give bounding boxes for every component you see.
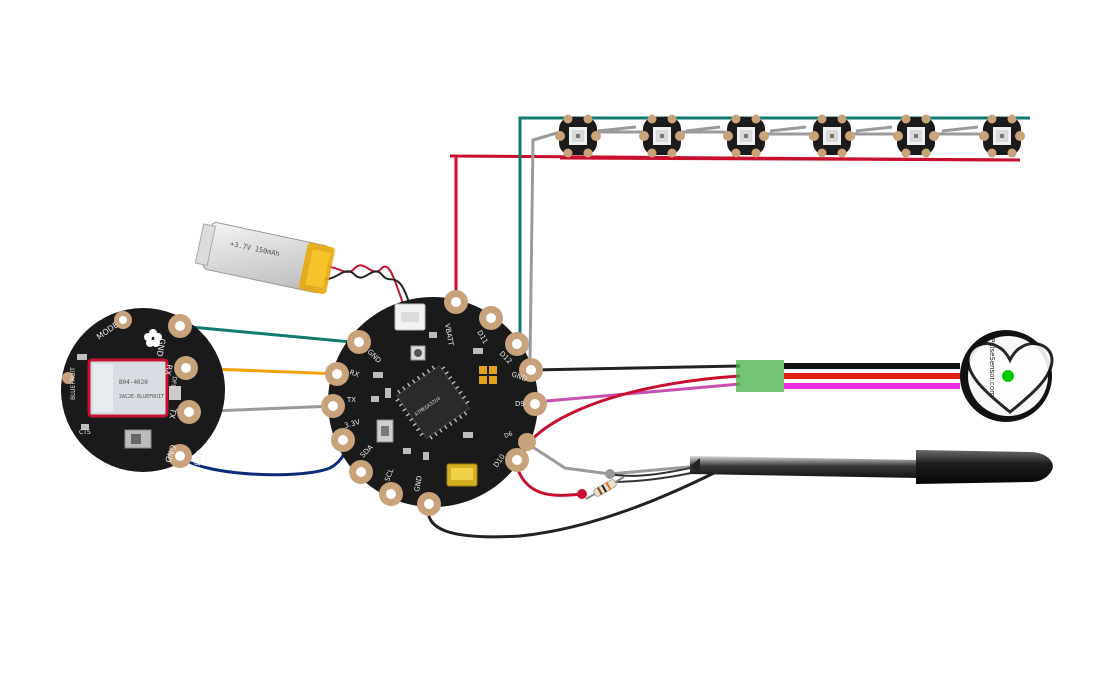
wire-d9-magenta [534, 382, 741, 404]
bluefruit-label-vcc: 3V3 [192, 450, 204, 467]
wire-gnd-teal-bluefruit [179, 324, 363, 345]
pullup-resistor [585, 476, 625, 500]
battery-wire-red [319, 264, 405, 307]
wire-pixel-red-links [559, 156, 1021, 162]
bluefruit-label-tx: TX [167, 407, 178, 420]
lipo-battery: +3.7V 150mAh [194, 222, 335, 295]
flora-label-3v3: 3.3V [343, 418, 361, 430]
pulse-sensor-brand: PulseSensor.com [988, 338, 996, 397]
flora-label-rx: RX [348, 368, 360, 379]
neopixel-3 [723, 114, 769, 158]
wire-vbatt-red [449, 154, 1021, 304]
flora-label-vbatt: VBATT [443, 323, 455, 347]
wire-gnd-gray [528, 130, 980, 361]
bluefruit-label-dfu: DFU [169, 376, 178, 389]
temperature-probe [690, 450, 1053, 484]
flora-label-tx: TX [346, 396, 356, 404]
bluefruit-label-cts: CTS [79, 429, 91, 436]
wire-probe-gray [521, 438, 701, 476]
wire-pwr-red-pulse [516, 374, 741, 471]
neopixel-strip [555, 114, 1025, 158]
wire-gnd-black-pulse [531, 364, 741, 372]
adafruit-flower-icon [144, 329, 162, 347]
junction-red [577, 489, 587, 499]
bluefruit-label-brand: BLUEFRUIT [70, 367, 77, 400]
bluefruit-le-board: B04-4020 2AC2E-BLUEFRUIT MODE GND RX DFU… [61, 308, 225, 472]
flora-label-gnd-bottom: GND [413, 475, 424, 492]
bluefruit-fcc-text: 2AC2E-BLUEFRUIT [119, 394, 164, 400]
atmega32u4-chip: ATMEGA32U4 [395, 365, 470, 440]
flora-pad-d6 [518, 433, 536, 451]
wire-3v3-navy [178, 437, 352, 477]
flora-label-d6: D6 [503, 430, 513, 440]
pulse-connector-housing [736, 360, 784, 392]
neopixel-4 [809, 114, 855, 158]
junction-gray [605, 469, 615, 479]
neopixel-1 [555, 114, 601, 158]
neopixel-6 [979, 114, 1025, 158]
pulse-sensor: PulseSensor.com [736, 330, 1054, 422]
battery-wire-black [319, 270, 411, 307]
wire-probe-red [516, 469, 583, 497]
wire-probe-black [426, 468, 721, 539]
flora-label-d9: D9 [515, 400, 525, 408]
bluefruit-label-gnd: GND [155, 338, 167, 358]
probe-cap [916, 450, 1053, 484]
neopixel-2 [639, 114, 685, 158]
bluefruit-module-text: B04-4020 [119, 379, 148, 386]
wire-pixel-gray-links [597, 125, 979, 133]
bluefruit-label-rx: RX [163, 364, 174, 377]
neopixel-5 [893, 114, 939, 158]
pulse-led [1002, 370, 1014, 382]
flora-board: ATMEGA32U4 VBATT D11 D12 GND D9 D6 D10 G… [321, 290, 547, 516]
